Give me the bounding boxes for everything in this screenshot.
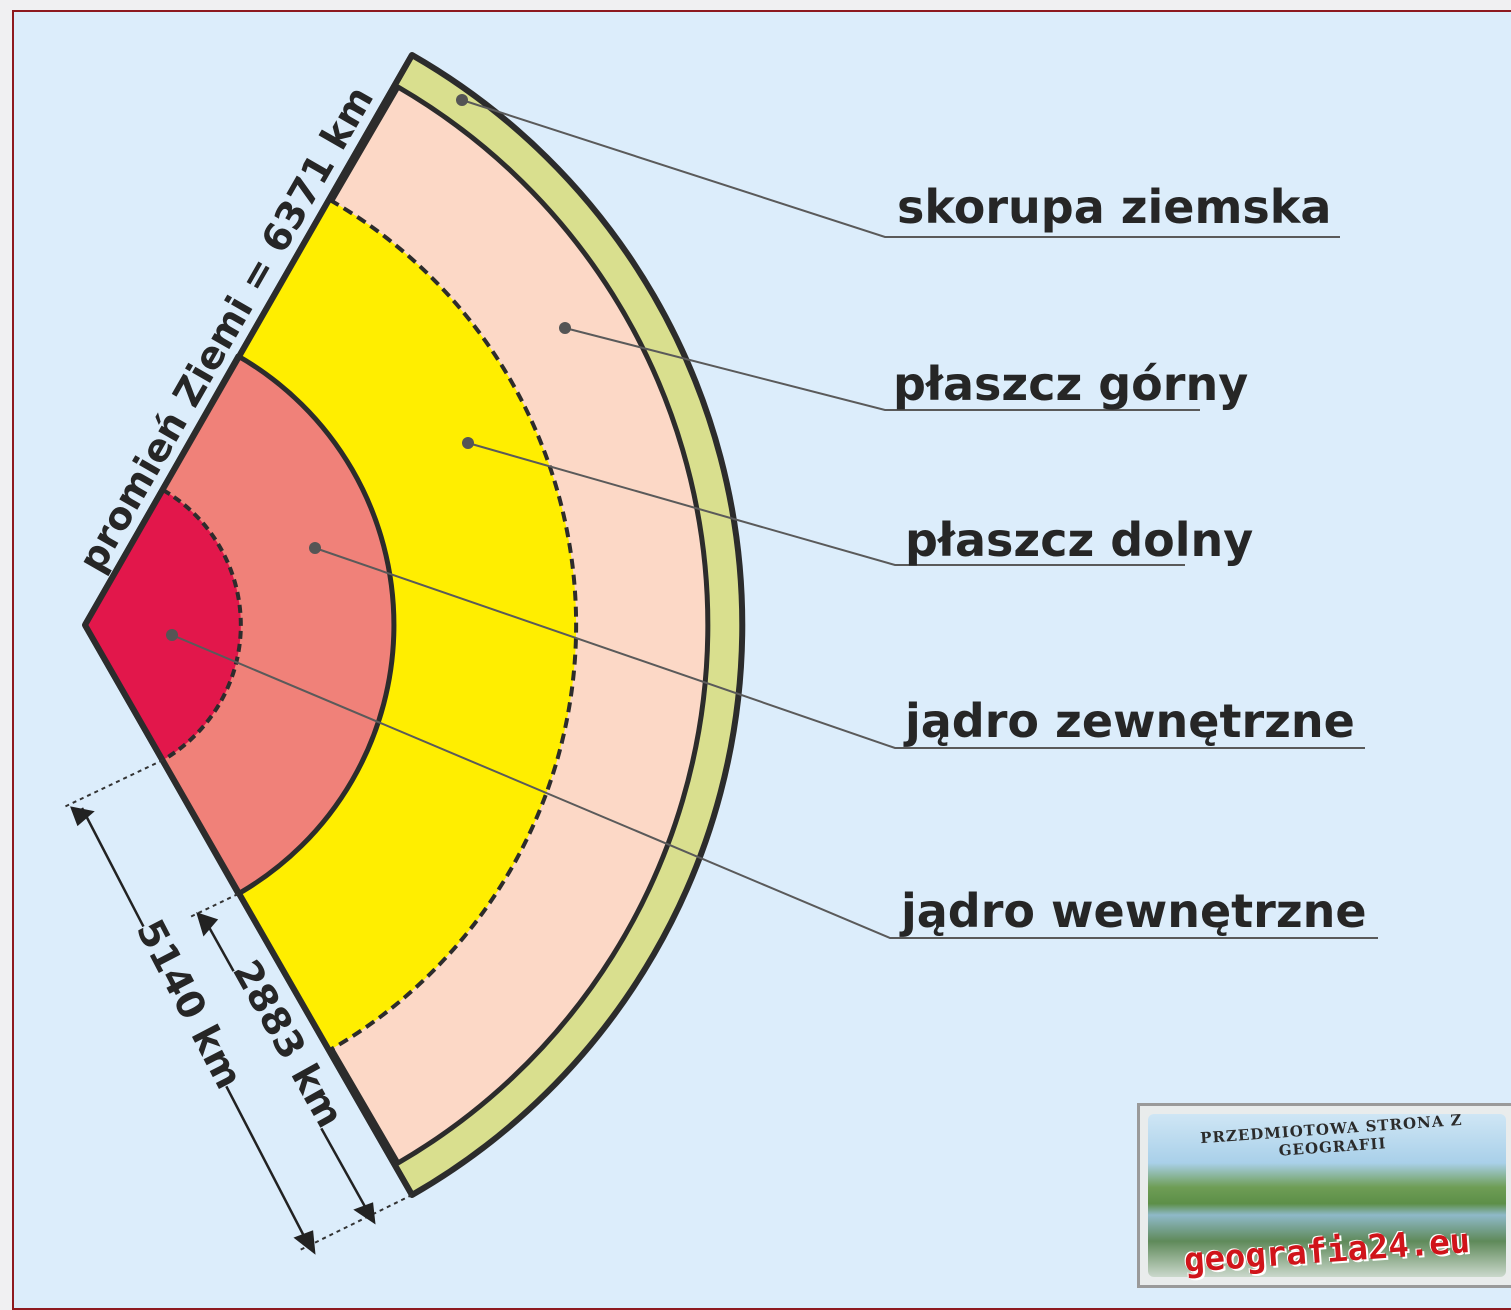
leader-dot-inner-core [166,629,178,641]
dim-arrow-2883-bottom [356,1204,374,1222]
label-outer-core: jądro zewnętrzne [903,694,1355,748]
leader-dot-crust [456,94,468,106]
dim-arrow-5140-bottom [296,1232,314,1252]
label-depth-5140: 5140 km [128,912,252,1095]
leader-dot-lower-mantle [462,437,474,449]
label-lower-mantle: płaszcz dolny [905,513,1253,567]
site-logo: PRZEDMIOTOWA STRONA Z GEOGRAFII geografi… [1137,1103,1511,1288]
label-crust: skorupa ziemska [897,180,1331,234]
leader-dot-outer-core [309,542,321,554]
dim-ext-surface-outer [300,1195,412,1250]
leader-dot-upper-mantle [559,322,571,334]
label-upper-mantle: płaszcz górny [893,357,1248,411]
label-inner-core: jądro wewnętrzne [899,884,1367,938]
dim-ext-inner-core-top [62,760,163,808]
dim-ext-core-mantle [188,894,238,918]
dim-arrow-2883-top [198,914,216,934]
